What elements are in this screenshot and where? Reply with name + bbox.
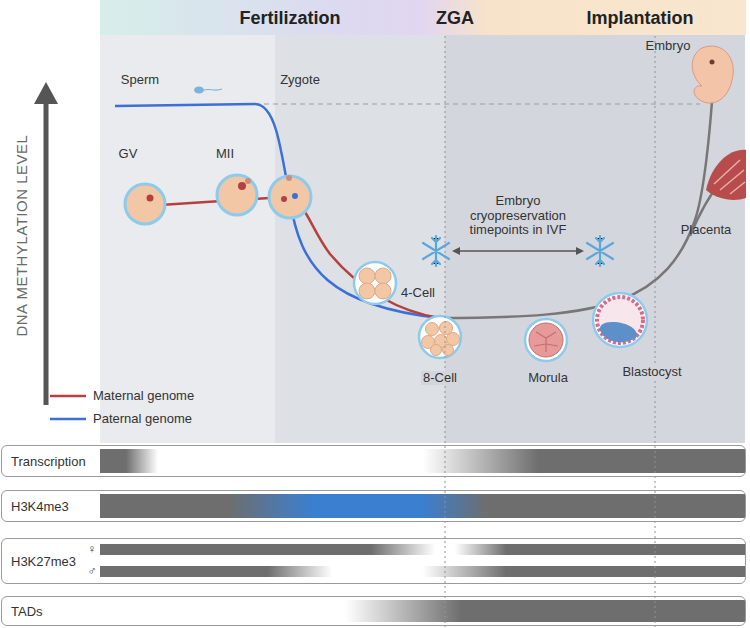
- stage-label: GV: [119, 147, 138, 162]
- track-label: ♀: [88, 543, 97, 557]
- stage-label: 8-Cell: [421, 371, 459, 386]
- track-band: H3K27me3 ♀ ♂: [1, 538, 746, 584]
- legend-text: Maternal genome: [93, 389, 194, 404]
- stage-label: Implantation: [587, 8, 694, 29]
- stage-label: Zygote: [280, 73, 320, 88]
- stage-label: Placenta: [681, 223, 732, 238]
- stage-label: Sperm: [121, 73, 159, 88]
- track-band: Transcription: [1, 445, 746, 477]
- stage-label: Fertilization: [239, 8, 340, 29]
- stage-label: Morula: [528, 371, 568, 386]
- stage-label: Blastocyst: [620, 365, 683, 380]
- track-label: ♂: [88, 565, 97, 579]
- track-band: TADs: [1, 596, 746, 626]
- stage-label: ZGA: [436, 8, 474, 29]
- track-label: H3K27me3: [11, 555, 76, 570]
- legend-text: Paternal genome: [93, 412, 192, 427]
- track-label: TADs: [11, 605, 43, 620]
- stage-label: MII: [216, 147, 234, 162]
- track-label: Transcription: [11, 455, 86, 470]
- track-band: H3K4me3: [1, 490, 746, 522]
- stage-label: Embryo: [646, 39, 691, 54]
- axis-label: DNA METHYLATION LEVEL: [13, 135, 30, 337]
- stage-label: Embryo cryopreservation timepoints in IV…: [456, 194, 580, 239]
- track-label: H3K4me3: [11, 500, 69, 515]
- stage-label: 4-Cell: [401, 286, 435, 301]
- stage-band: Fertilization ZGA Implantation: [100, 0, 746, 35]
